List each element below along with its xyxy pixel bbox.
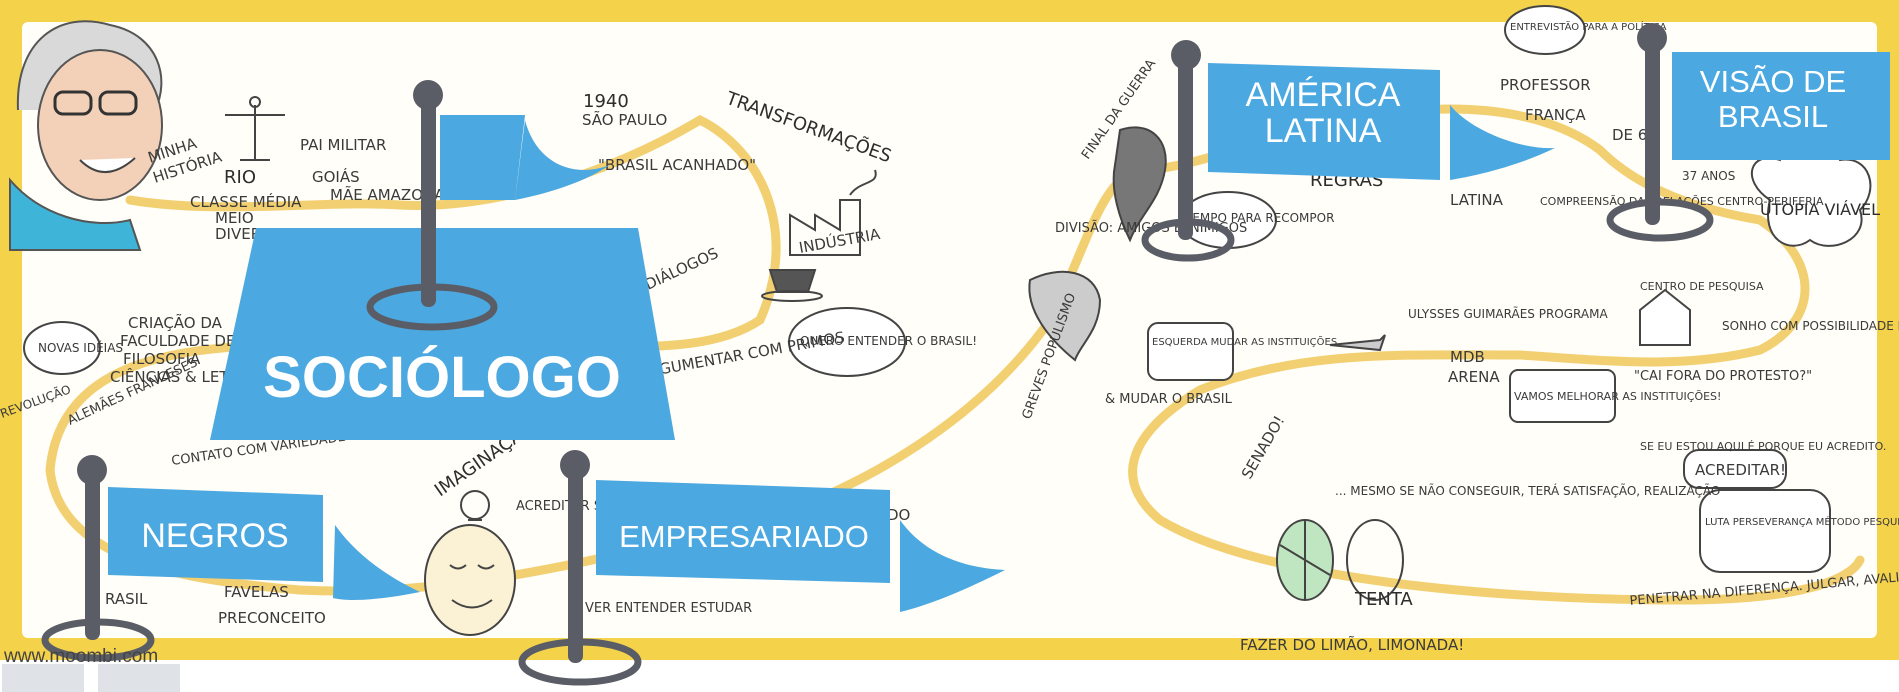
txt-penetrar: PENETRAR NA DIFERENÇA. JULGAR, AVALIAR. [1629,569,1899,609]
lightbulb-icon [424,490,516,636]
txt-tenta: TENTA [1354,589,1413,610]
txt-brasil-frag: RASIL [105,590,148,608]
flag-sociologo: SOCIÓLOGO [210,80,675,440]
txt-latina-frag: LATINA [1450,191,1504,209]
txt-luta: LUTA PERSEVERANÇA MÉTODO PESQUISA [1705,515,1899,528]
flag-empresariado: EMPRESARIADO [518,450,1005,686]
airplane-icon [1329,334,1386,352]
txt-vamos: VAMOS MELHORAR AS INSTITUIÇÕES! [1514,390,1721,403]
txt-meio: MEIO [215,209,254,227]
txt-cai-fora: "CAI FORA DO PROTESTO?" [1634,369,1812,384]
bubble-esquerda [1147,322,1234,381]
txt-classe-media: CLASSE MÉDIA [190,192,302,211]
bubble-entrevistao [1504,5,1586,55]
txt-professor: PROFESSOR [1500,76,1591,94]
txt-acreditar-ser: ACREDITAR SER [516,499,619,514]
wind-turbine-icon [1276,519,1404,601]
txt-novas-ideias: NOVAS IDÉIAS [38,340,123,355]
txt-sonho: SONHO COM POSSIBILIDADE DE CONSTRUÇÃO PR… [1722,318,1899,333]
house-icon [1639,288,1691,346]
website-credit: www.moombi.com [4,646,159,667]
map-south-america-icon [1028,126,1167,362]
america-label-1: AMÉRICA [1246,76,1401,114]
factory-icon [789,169,877,256]
txt-quero-entender: QUERO ENTENDER O BRASIL! [800,334,977,348]
christ-redeemer-icon [225,96,285,161]
visao-label-1: VISÃO DE [1700,64,1846,99]
txt-dialogos: DIÁLOGOS [642,243,721,294]
txt-sao-paulo: SÃO PAULO [582,110,667,129]
txt-criacao-1: CRIAÇÃO DA [128,313,223,332]
txt-senado: SENADO! [1238,413,1289,483]
bubble-vamos [1509,369,1616,423]
txt-centro-pesquisa: CENTRO DE PESQUISA [1640,280,1764,293]
txt-ulysses: ULYSSES GUIMARÃES PROGRAMA [1408,306,1608,321]
txt-tempo: TEMPO PARA RECOMPOR [1184,211,1334,225]
txt-favelas: FAVELAS [224,583,289,601]
txt-preconceito: PRECONCEITO [218,609,326,627]
bubble-luta [1699,489,1831,573]
bubble-acreditar [1683,449,1787,489]
txt-brasil-acanhado: "BRASIL ACANHADO" [598,156,756,174]
txt-revolucao: REVOLUÇÃO [0,381,73,420]
txt-fazer-limao: FAZER DO LIMÃO, LIMONADA! [1240,635,1464,654]
flag-america-latina: AMÉRICA LATINA [1141,40,1555,262]
sociologo-label: SOCIÓLOGO [263,345,621,410]
txt-entrevistao: ENTREVISTÃO PARA A POLÍTICA [1510,20,1667,33]
txt-criacao-2: FACULDADE DE [120,332,235,350]
portrait-icon [9,20,163,251]
txt-esquerda: ESQUERDA MUDAR AS INSTITUIÇÕES [1152,335,1337,348]
txt-1940: 1940 [583,91,629,112]
txt-rio: RIO [224,167,256,188]
txt-37-anos: 37 ANOS [1682,169,1735,183]
america-label-2: LATINA [1265,112,1382,150]
txt-acreditar: ACREDITAR! [1695,461,1786,479]
negros-label: NEGROS [141,517,288,555]
txt-mudar-brasil: & MUDAR O BRASIL [1105,392,1233,407]
txt-mesmo-se: ... MESMO SE NÃO CONSEGUIR, TERÁ SATISFA… [1335,483,1720,498]
flag-visao-brasil: VISÃO DE BRASIL [1606,23,1890,242]
thumb-tile-2 [98,664,180,692]
txt-do-frag: DO [887,506,910,524]
txt-pai-militar: PAI MILITAR [300,136,386,154]
txt-arena: ARENA [1448,368,1500,386]
txt-se-eu-estou: SE EU ESTOU AQUI É PORQUE EU ACREDITO. [1640,440,1886,453]
txt-criacao-4: CIÊNCIAS & LETRAS [110,367,258,386]
txt-mdb: MDB [1450,348,1485,366]
thumb-tile-1 [2,664,84,692]
bubble-novas-ideias [23,321,101,375]
flag-negros: NEGROS [41,455,420,662]
txt-utopia: UTOPIA VIÁVEL [1760,200,1880,219]
txt-franca: FRANÇA [1525,106,1586,124]
bubble-quero [788,307,906,377]
txt-entender-estudar: VER ENTENDER ESTUDAR [585,601,752,616]
visao-label-2: BRASIL [1718,99,1828,134]
txt-goias: GOIÁS [312,167,360,186]
empresariado-label: EMPRESARIADO [619,519,869,554]
coffee-cup-icon [761,269,823,302]
txt-criacao-3: FILOSOFIA [123,350,201,368]
